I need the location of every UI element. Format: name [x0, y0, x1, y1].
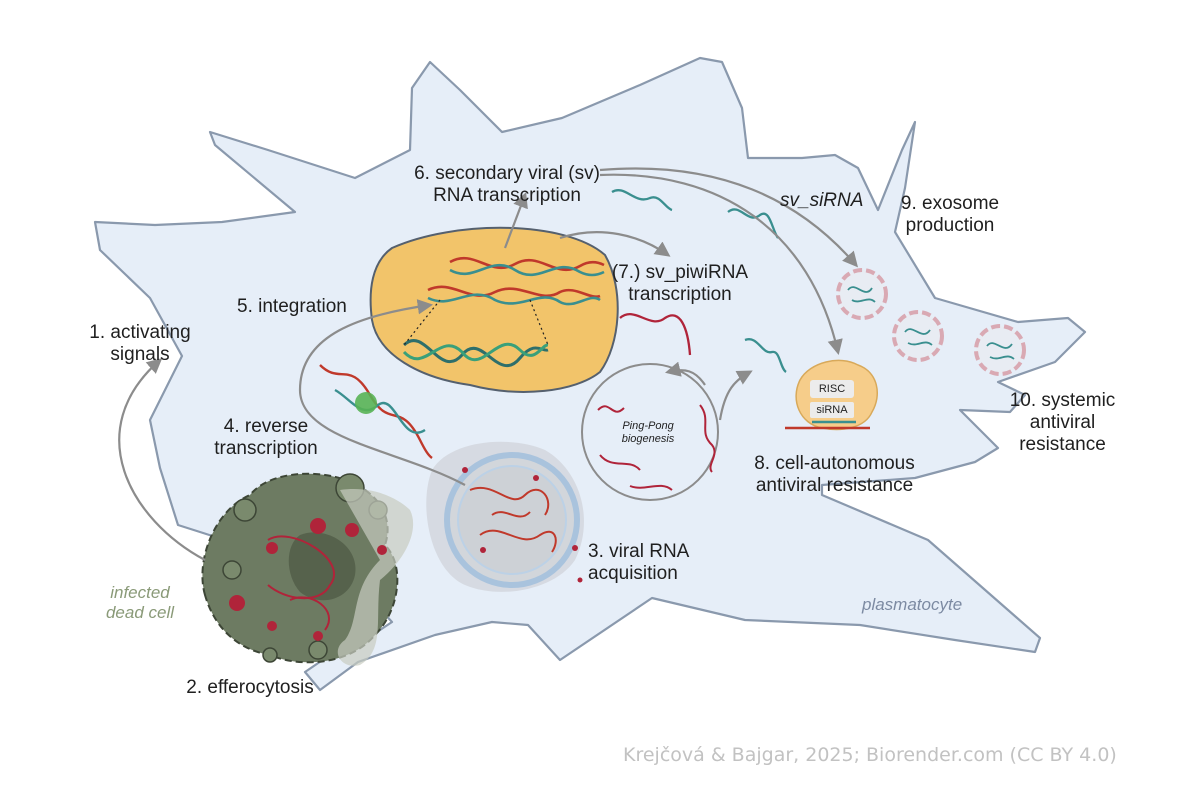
arrow-reverse-transcription: [298, 299, 466, 486]
arrow-sirna-to-risc: [599, 173, 843, 356]
label-sv-piwirna-transcription: (7.) sv_piwiRNA transcription: [611, 262, 749, 305]
label-ping-pong-biogenesis: Ping-Pong biogenesis: [621, 420, 675, 445]
label-activating-signals: 1. activating signals: [89, 322, 191, 365]
label-exosome-production: 9. exosome production: [900, 193, 1000, 236]
virus-particles: [229, 518, 387, 641]
arrow-sirna-to-exosome: [599, 167, 859, 268]
label-sv-sirna: sv_siRNA: [780, 190, 864, 211]
label-infected-dead-cell: infected dead cell: [105, 583, 175, 622]
image-credit: Krejčová & Bajgar, 2025; Biorender.com (…: [623, 744, 1117, 766]
phagosome: [426, 441, 584, 592]
ping-pong-cycle: [581, 363, 719, 501]
label-integration: 5. integration: [237, 296, 347, 317]
pathway-arrows: [118, 167, 859, 561]
arrow-ping-pong-loop: [665, 361, 706, 386]
label-sv-rna-transcription: 6. secondary viral (sv) RNA transcriptio…: [414, 163, 600, 206]
arrow-sv-transcription: [503, 192, 528, 249]
label-risc: RISC: [818, 383, 846, 395]
label-efferocytosis: 2. efferocytosis: [186, 677, 314, 698]
arrow-activating-signals: [118, 357, 206, 561]
label-reverse-transcription: 4. reverse transcription: [214, 416, 318, 459]
label-sirna: siRNA: [816, 404, 848, 416]
risc-complex: [785, 359, 879, 431]
integrated-dna-helix: [402, 256, 605, 367]
arrow-ping-pong: [718, 370, 753, 421]
label-cell-autonomous-resistance: 8. cell-autonomous antiviral resistance: [754, 453, 915, 496]
infected-dead-cell: [201, 472, 414, 666]
label-systemic-resistance: 10. systemic antiviral resistance: [1009, 390, 1116, 455]
exosomes: [836, 268, 1026, 376]
reverse-transcription-helix: [319, 364, 433, 459]
label-viral-rna-acquisition: 3. viral RNA acquisition: [588, 541, 690, 584]
sv-rna-strands: [611, 189, 787, 373]
arrow-piwi-transcription: [559, 231, 671, 257]
label-plasmatocyte: plasmatocyte: [862, 595, 963, 614]
